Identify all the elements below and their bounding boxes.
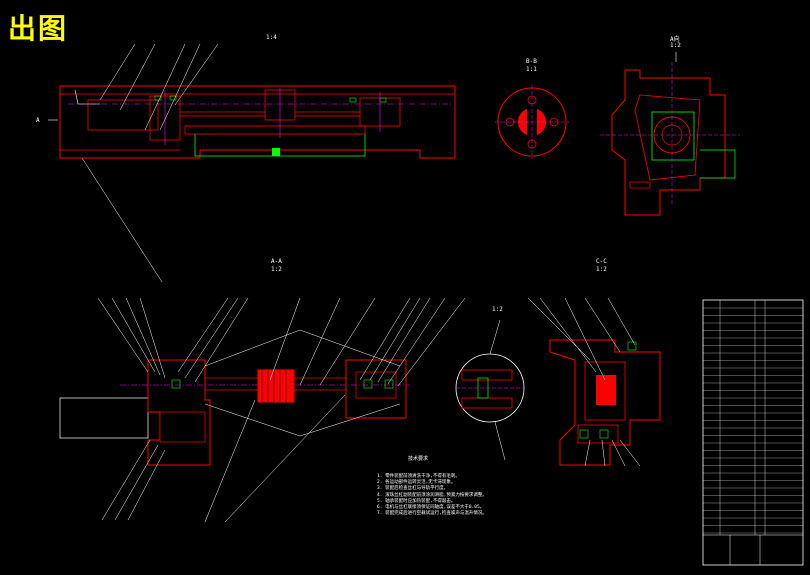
note-line: 2. 各运动部件运转灵活,无卡滞现象。 [377, 480, 456, 486]
view-a-title: A向 [670, 36, 680, 43]
section-aa-scale: 1:2 [271, 266, 282, 273]
section-bb-scale: 1:1 [526, 66, 537, 73]
section-aa-title: A-A [271, 258, 282, 265]
detail-view [455, 319, 525, 461]
view-a [600, 52, 740, 216]
view-a-scale: 1:2 [670, 42, 681, 49]
technical-requirements: 1. 零件装配前须清洗干净,不得有毛刺。 2. 各运动部件运转灵活,无卡滞现象。… [377, 474, 557, 517]
section-cc-scale: 1:2 [596, 266, 607, 273]
note-line: 7. 装配完成后进行空载试运行,检查噪声与温升情况。 [377, 511, 487, 517]
section-bb-view [495, 85, 569, 159]
note-line: 3. 装配后检查丝杠与导轨平行度。 [377, 486, 449, 492]
technical-requirements-title: 技术要求 [408, 456, 429, 462]
main-view-scale-label: 1:4 [266, 34, 277, 41]
view-a-arrow-label: A [36, 117, 40, 124]
drawing-status-badge: 出图 [8, 12, 69, 45]
parts-list-rows [703, 307, 803, 534]
note-line: 6. 电机与丝杠联接须保证同轴度,误差不大于0.05。 [377, 505, 485, 511]
note-line: 4. 滚珠丝杠副装配前须涂润滑脂,预紧力按要求调整。 [377, 492, 487, 498]
note-line: 5. 轴承装配时应加热装配,不得敲击。 [377, 498, 456, 504]
section-aa-view [59, 297, 466, 523]
note-line: 1. 零件装配前须清洗干净,不得有毛刺。 [377, 474, 460, 479]
section-cc-view [527, 297, 661, 467]
section-cc-title: C-C [596, 258, 607, 265]
detail-scale: 1:2 [492, 306, 503, 313]
main-assembly-view [48, 43, 456, 283]
parts-list-table [702, 299, 804, 566]
section-bb-title: B-B [526, 58, 537, 65]
